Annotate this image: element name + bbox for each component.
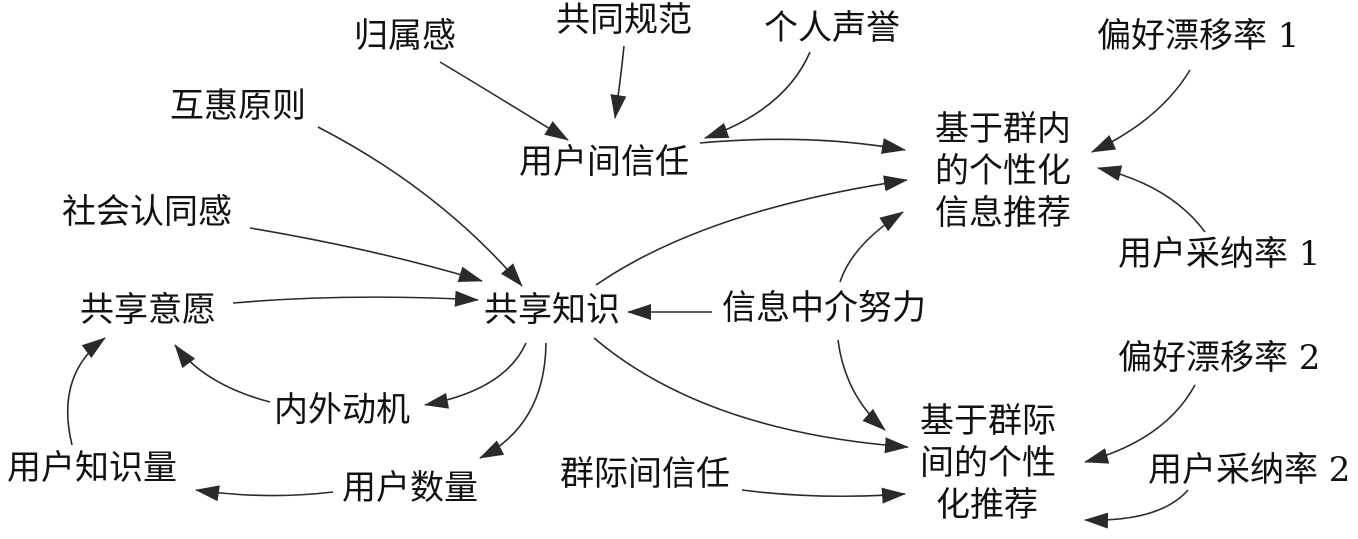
node-belonging: 归属感 <box>354 16 456 56</box>
edge-intergrouptrust-to-intergroup <box>741 487 906 504</box>
node-user-adoption-2: 用户采纳率 2 <box>1148 450 1351 490</box>
node-in-group-recommendation-line-3: 信息推荐 <box>935 193 1071 233</box>
node-in-group-recommendation-line-2: 的个性化 <box>935 151 1071 191</box>
node-inter-user-trust: 用户间信任 <box>519 142 689 182</box>
edge-drift1-to-ingroup <box>1091 69 1191 153</box>
node-user-knowledge: 用户知识量 <box>7 448 177 488</box>
node-shared-norms: 共同规范 <box>556 0 692 40</box>
node-user-adoption-1: 用户采纳率 1 <box>1118 234 1321 274</box>
node-preference-drift-1: 偏好漂移率 1 <box>1097 16 1300 56</box>
node-in-group-recommendation: 基于群内 的个性化 信息推荐 <box>935 108 1071 234</box>
edge-reciprocity-to-knowledge <box>317 126 523 287</box>
node-intermediary-effort: 信息中介努力 <box>722 288 926 328</box>
edge-trust-to-ingroup <box>699 138 906 154</box>
edge-adoption1-to-ingroup <box>1097 165 1206 233</box>
edge-knowledge-to-intergroup <box>593 337 909 454</box>
edge-willingness-to-knowledge <box>232 290 479 307</box>
node-inter-group-recommendation-line-3: 化推荐 <box>936 485 1038 525</box>
edge-belonging-to-trust <box>439 61 569 141</box>
node-shared-knowledge: 共享知识 <box>484 290 620 330</box>
node-user-count: 用户数量 <box>342 468 478 508</box>
node-in-group-recommendation-line-1: 基于群内 <box>935 109 1071 149</box>
node-inter-group-recommendation-line-1: 基于群际 <box>920 401 1056 441</box>
node-sharing-willingness: 共享意愿 <box>80 290 216 330</box>
edge-norms-to-trust <box>610 45 627 119</box>
edge-userknowledge-to-willingness <box>66 337 106 446</box>
edge-knowledge-to-ingroup <box>595 175 908 286</box>
edge-motivation-to-willingness <box>174 344 271 403</box>
edge-adoption2-to-intergroup <box>1084 489 1189 529</box>
node-reciprocity: 互惠原则 <box>170 86 306 126</box>
edge-drift2-to-intergroup <box>1084 384 1196 464</box>
edge-identity-to-knowledge <box>249 227 483 282</box>
edge-usercount-to-userknowledge <box>195 485 334 502</box>
edge-knowledge-to-usercount <box>479 342 547 459</box>
node-preference-drift-2: 偏好漂移率 2 <box>1118 338 1321 378</box>
node-social-identity: 社会认同感 <box>62 192 232 232</box>
node-personal-reputation: 个人声誉 <box>764 8 900 48</box>
edge-knowledge-to-motivation <box>424 342 527 409</box>
node-inter-group-trust: 群际间信任 <box>560 454 730 494</box>
edge-reputation-to-trust <box>704 51 811 139</box>
node-inter-group-recommendation: 基于群际 间的个性 化推荐 <box>920 400 1056 526</box>
edge-effort-to-ingroup <box>839 211 904 283</box>
node-motivation: 内外动机 <box>274 390 410 430</box>
edge-effort-to-intergroup <box>837 339 886 431</box>
node-inter-group-recommendation-line-2: 间的个性 <box>920 443 1056 483</box>
